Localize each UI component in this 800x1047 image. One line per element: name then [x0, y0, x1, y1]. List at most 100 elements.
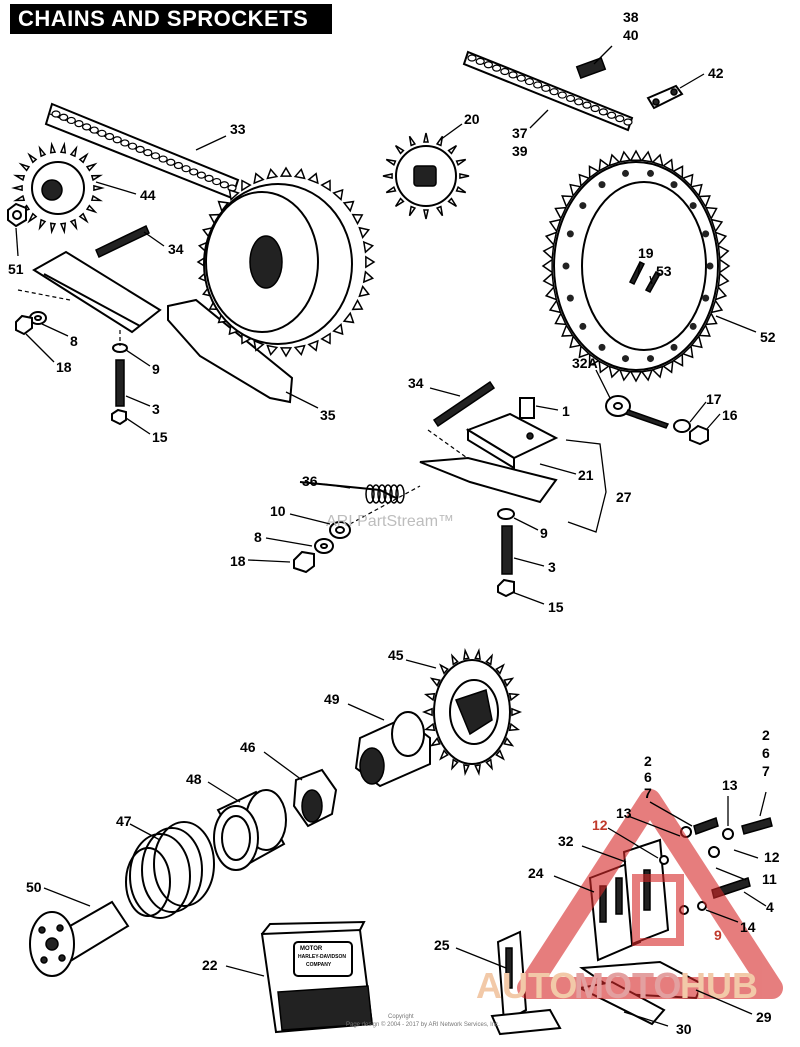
sprocket-tooth	[408, 205, 417, 217]
sprocket-tooth	[588, 165, 600, 179]
drum-tooth	[342, 311, 355, 324]
sprocket-tooth	[598, 158, 610, 172]
chain-link	[204, 174, 214, 182]
chain-link	[181, 165, 191, 173]
sprocket-tooth	[474, 763, 481, 776]
chain-link	[166, 158, 176, 166]
drum-tooth	[279, 347, 293, 358]
sprocket-tooth	[382, 173, 393, 179]
sprocket-tooth	[681, 173, 694, 188]
bolt-hole	[566, 230, 574, 238]
sprocket-tooth	[690, 183, 703, 198]
label-36: 36	[302, 473, 318, 489]
clutch-drum	[196, 166, 376, 358]
chain-link	[143, 149, 153, 157]
drum-tooth	[358, 226, 371, 240]
sprocket-tooth	[38, 145, 47, 158]
sprocket-tooth	[69, 145, 78, 158]
shaft-50	[29, 900, 130, 977]
label-2-left: 2	[644, 753, 652, 769]
sprocket-tooth	[548, 218, 562, 234]
label-14: 14	[740, 919, 756, 935]
chain-link	[582, 101, 592, 109]
sprocket-tooth	[12, 194, 26, 202]
sprocket-tooth	[485, 653, 494, 666]
chain-link	[82, 123, 92, 131]
label-17: 17	[706, 391, 722, 407]
label-25: 25	[434, 937, 450, 953]
sprocket-tooth	[511, 707, 523, 717]
spring-9-3-15-center	[497, 508, 515, 598]
bolt-hole	[579, 202, 587, 210]
label-48: 48	[186, 771, 202, 787]
sprocket-tooth	[710, 218, 724, 234]
sprocket-tooth	[578, 344, 591, 359]
sprocket-tooth	[651, 365, 664, 379]
bolt-hole	[702, 294, 710, 302]
sprocket-tooth	[49, 222, 57, 235]
bolt-hole	[598, 181, 606, 189]
drum-tooth	[307, 172, 319, 185]
sprocket-tooth	[59, 141, 67, 154]
bearing-48	[213, 789, 287, 871]
label-8-left: 8	[70, 333, 78, 349]
chain-link	[467, 54, 477, 62]
drum-tooth	[266, 344, 279, 357]
bolt-hole	[647, 355, 655, 363]
label-6-right: 6	[762, 745, 770, 761]
chain-link	[173, 161, 184, 170]
label-9-right: 9	[714, 927, 722, 943]
label-6-left: 6	[644, 769, 652, 785]
label-30: 30	[676, 1021, 692, 1037]
label-7-right: 7	[762, 763, 770, 779]
label-32a: 32A	[572, 355, 598, 371]
drum-tooth	[342, 200, 355, 213]
spring-coil	[389, 484, 399, 504]
sprocket-tooth	[421, 707, 433, 717]
sprocket-tooth	[629, 371, 643, 383]
drum-tooth	[293, 167, 306, 180]
chain-link	[89, 126, 99, 134]
engine-sprocket-44	[11, 141, 105, 235]
label-22: 22	[202, 957, 218, 973]
label-1: 1	[562, 403, 570, 419]
label-7-left: 7	[644, 785, 652, 801]
label-9-center: 9	[540, 525, 548, 541]
drum-tooth	[320, 332, 331, 345]
label-51: 51	[8, 261, 24, 277]
sprocket-tooth	[672, 353, 684, 367]
sprocket-tooth	[719, 258, 731, 274]
sprocket-tooth	[662, 158, 674, 172]
bolt-hole	[621, 169, 629, 177]
sprocket-tooth	[618, 150, 632, 163]
label-46: 46	[240, 739, 256, 755]
sprocket-tooth	[485, 758, 494, 771]
drum-tooth	[293, 344, 306, 357]
drum-tooth	[358, 284, 371, 298]
label-50: 50	[26, 879, 42, 895]
chain-link	[97, 129, 107, 137]
label-10: 10	[270, 503, 286, 519]
chain-link	[549, 88, 559, 96]
chain-link	[59, 113, 69, 121]
sprocket-tooth	[394, 197, 405, 208]
label-32: 32	[558, 833, 574, 849]
nut-51	[7, 202, 27, 228]
chain-link	[51, 110, 61, 118]
bolt-hole	[689, 322, 697, 330]
chain-link	[500, 67, 510, 76]
chain-link	[590, 104, 600, 113]
sprocket-tooth	[439, 749, 449, 761]
washer-8-nut-18-left	[15, 311, 47, 336]
sprocket-tooth	[503, 736, 515, 747]
sprocket-tooth	[429, 736, 441, 747]
label-49: 49	[324, 691, 340, 707]
sprocket-tooth	[435, 205, 444, 217]
chain-link	[533, 81, 543, 89]
box-text-3: COMPANY	[306, 962, 332, 968]
label-37: 37	[512, 125, 528, 141]
chain-link	[104, 132, 115, 141]
label-8-center: 8	[254, 529, 262, 545]
drum-tooth	[365, 255, 376, 269]
